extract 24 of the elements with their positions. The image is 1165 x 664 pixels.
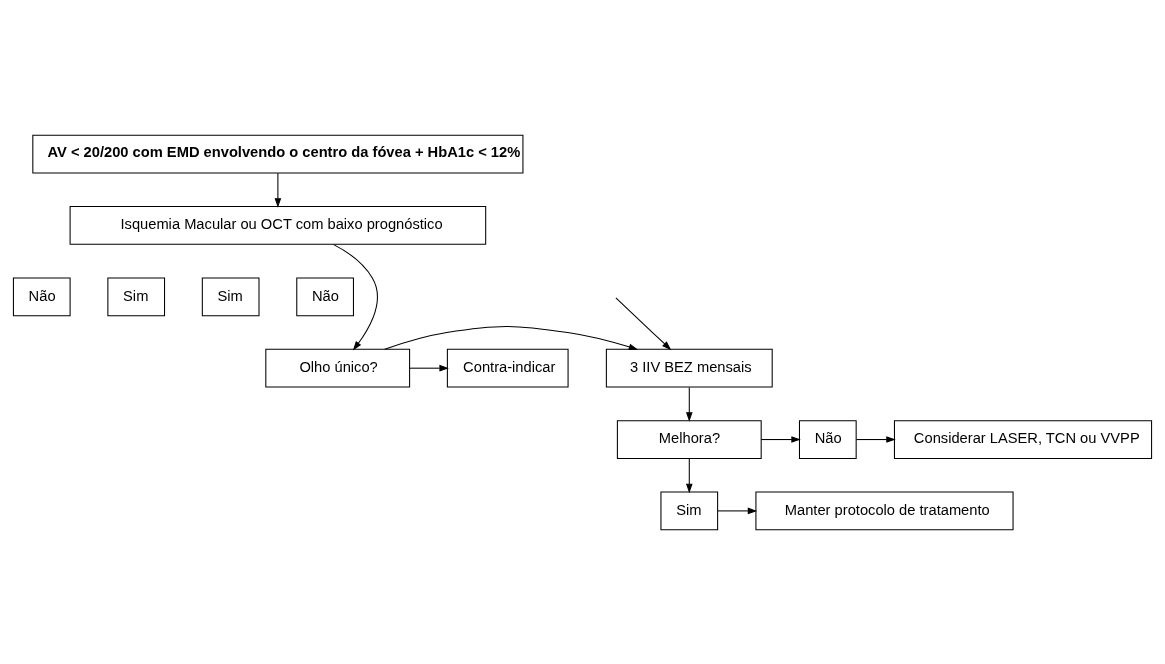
node-box: Considerar LASER, TCN ou VVPP	[893, 419, 1153, 459]
arrow	[274, 172, 282, 208]
node-box: Isquemia Macular ou OCT com baixo prognóstico	[69, 205, 487, 245]
node-box: Melhora?	[616, 419, 762, 459]
node-box: Sim	[660, 491, 719, 530]
arrow	[717, 507, 758, 514]
arrow	[333, 243, 378, 350]
node-box: Manter protocolo de tratamento	[755, 491, 1014, 530]
node-box: Contra-indicar	[446, 348, 569, 388]
arrow	[760, 435, 801, 443]
node-box: Não	[296, 276, 354, 316]
arrow	[855, 435, 896, 443]
node-box: AV < 20/200 com EMD envolvendo o centro da fóvea + HbA1c < 12%	[32, 134, 524, 173]
node-box: 3 IIV BEZ mensais	[605, 348, 773, 388]
node-box: Sim	[107, 276, 166, 316]
arrow	[685, 386, 693, 422]
node-box: Não	[798, 419, 857, 459]
node-box: Olho único?	[265, 348, 411, 388]
arrow	[409, 364, 449, 371]
arrow	[615, 296, 672, 350]
arrow	[384, 325, 639, 350]
node-box: Não	[12, 276, 71, 316]
node-box: Sim	[201, 276, 260, 316]
arrow	[685, 457, 693, 493]
